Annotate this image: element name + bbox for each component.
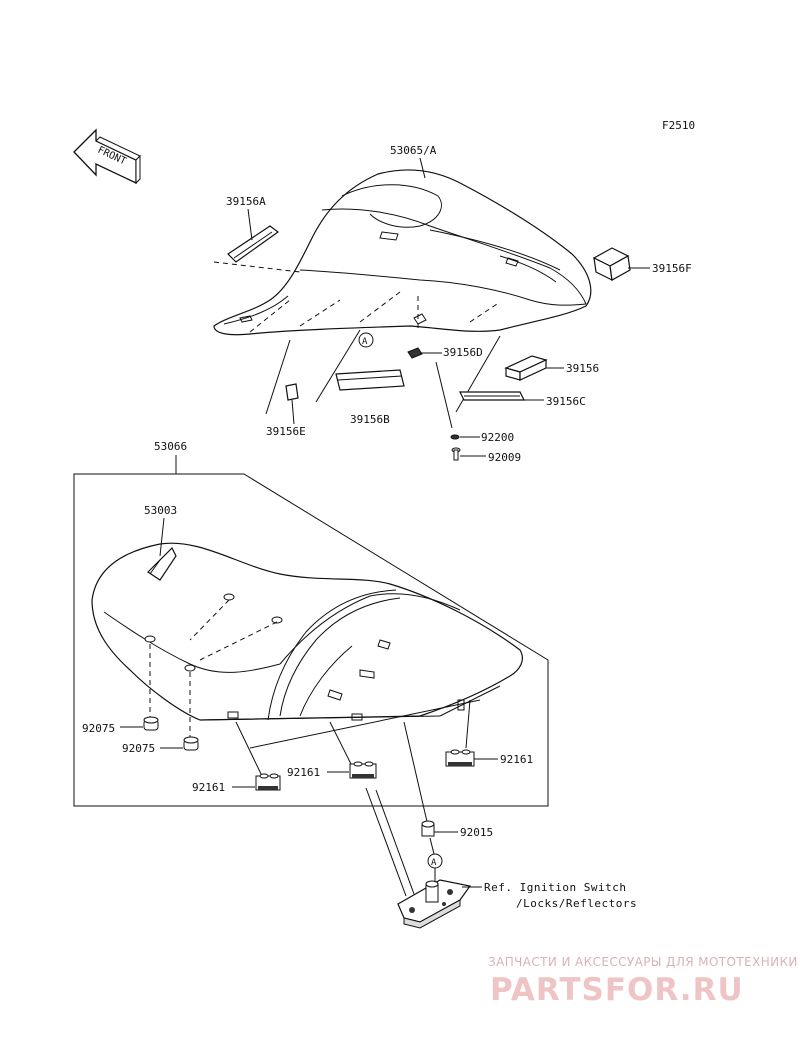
- svg-text:A: A: [362, 337, 368, 347]
- label-pad-f: 39156F: [652, 262, 692, 275]
- callout-a-upper: A: [358, 332, 374, 348]
- watermark-tagline: ЗАПЧАСТИ И АКСЕССУАРЫ ДЛЯ МОТОТЕХНИКИ: [488, 955, 798, 969]
- damper-92075-b: [183, 736, 199, 751]
- label-bolt: 92009: [488, 451, 521, 464]
- seat-assy-frame: [73, 455, 549, 807]
- pad-39156a: [227, 225, 280, 263]
- label-damper-1: 92075: [82, 722, 115, 735]
- label-rear-cover: 53065/A: [390, 144, 437, 157]
- washer-92200: [450, 434, 460, 440]
- pad-39156f: [592, 247, 631, 282]
- label-pad: 39156: [566, 362, 599, 375]
- pad-39156c: [459, 391, 525, 401]
- watermark-logo: PARTSFOR.RU: [490, 972, 744, 1008]
- label-collar-1: 92161: [192, 781, 225, 794]
- seat-lock-assembly: [397, 879, 472, 929]
- label-seat-assy: 53066: [154, 440, 187, 453]
- svg-text:A: A: [431, 858, 437, 868]
- collar-92015: [421, 820, 435, 837]
- label-collar-2: 92161: [287, 766, 320, 779]
- ref-locks-reflectors: /Locks/Reflectors: [516, 897, 637, 910]
- label-pad-b: 39156B: [350, 413, 390, 426]
- label-pad-a: 39156A: [226, 195, 266, 208]
- front-arrow-icon: FRONT: [73, 128, 141, 185]
- label-damper-2: 92075: [122, 742, 155, 755]
- pad-39156e: [285, 383, 299, 401]
- collar-92161-a: [255, 773, 281, 791]
- front-seat: [91, 542, 523, 721]
- label-pad-d: 39156D: [443, 346, 483, 359]
- pad-39156d: [407, 347, 423, 359]
- pad-39156b: [335, 369, 405, 391]
- label-collar-3: 92161: [500, 753, 533, 766]
- collar-92161-c: [445, 749, 475, 767]
- callout-a-lower: A: [427, 837, 443, 884]
- rear-seat-cover: [213, 169, 592, 336]
- ref-ignition-switch: Ref. Ignition Switch: [484, 881, 626, 894]
- label-pad-e: 39156E: [266, 425, 306, 438]
- label-pad-c: 39156C: [546, 395, 586, 408]
- diagram-code: F2510: [662, 119, 695, 132]
- collar-92161-b: [349, 761, 377, 779]
- pad-39156: [504, 355, 548, 381]
- damper-92075-a: [143, 716, 159, 731]
- label-washer: 92200: [481, 431, 514, 444]
- bolt-92009: [451, 447, 461, 461]
- label-seat-cover: 53003: [144, 504, 177, 517]
- label-collar-4: 92015: [460, 826, 493, 839]
